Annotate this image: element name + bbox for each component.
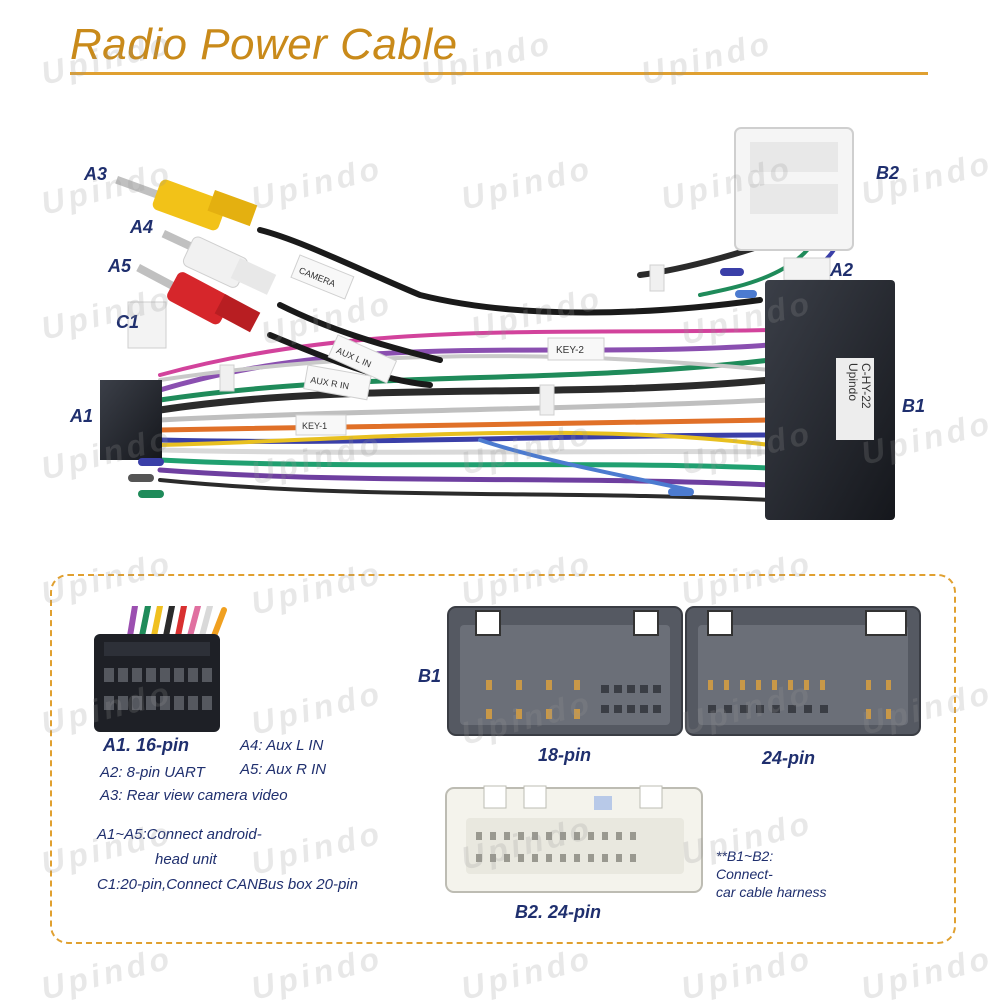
connector-print-line2: C-HY-22 bbox=[859, 363, 873, 409]
b1-connector-photo: Upindo C-HY-22 bbox=[765, 280, 895, 520]
watermark-text: Upindo bbox=[857, 939, 997, 1000]
b1-connector-face-illustration bbox=[447, 606, 921, 736]
label-a3: A3 bbox=[84, 164, 108, 184]
b2-pin-holes bbox=[476, 832, 636, 862]
a4-description: A4: Aux L IN bbox=[240, 737, 324, 754]
watermark-text: Upindo bbox=[37, 939, 177, 1000]
cable-harness-photo: CAMERA AUX L IN AUX R IN KEY-2 KEY-1 Upi… bbox=[100, 127, 895, 520]
a2-description: A2: 8-pin UART bbox=[100, 764, 205, 781]
b2-title: B2. 24-pin bbox=[515, 902, 602, 922]
a1-16pin-connector-illustration bbox=[94, 606, 227, 732]
a1-connector bbox=[100, 380, 162, 460]
c1-description: C1:20-pin,Connect CANBus box 20-pin bbox=[97, 876, 358, 893]
page-title: Radio Power Cable bbox=[70, 20, 458, 69]
b1-18pin-contacts bbox=[486, 680, 580, 719]
note-line3: car cable harness bbox=[716, 884, 827, 900]
label-b2: B2 bbox=[876, 163, 900, 183]
note-line2: Connect- bbox=[716, 866, 773, 882]
b1-right-pin-count: 24-pin bbox=[762, 748, 816, 768]
b1-detail-label: B1 bbox=[418, 666, 442, 686]
pin-holes bbox=[104, 668, 212, 710]
a2-connector-photo bbox=[783, 257, 831, 281]
a1-a5-note-line1: A1~A5:Connect android- bbox=[97, 826, 262, 843]
title-underline bbox=[70, 72, 928, 75]
b2-connector-photo bbox=[734, 127, 854, 251]
watermark-text: Upindo bbox=[247, 939, 387, 1000]
b2-24pin-connector-illustration bbox=[445, 785, 703, 893]
b1-left-pin-count: 18-pin bbox=[538, 745, 592, 765]
note-line1: **B1~B2: bbox=[716, 848, 774, 864]
rca-red-plug bbox=[136, 264, 261, 333]
rca-white-plug bbox=[161, 230, 277, 295]
label-c1: C1 bbox=[116, 312, 140, 332]
connector-print-line1: Upindo bbox=[846, 363, 860, 401]
rca-yellow-plug bbox=[115, 176, 258, 231]
tag-key-1: KEY-1 bbox=[302, 421, 327, 431]
a1-a5-note-line2: head unit bbox=[155, 851, 217, 868]
label-a1: A1 bbox=[70, 406, 94, 426]
wire-tips-left bbox=[128, 458, 164, 498]
c1-connector bbox=[127, 301, 167, 349]
details-panel bbox=[50, 574, 956, 944]
label-a2: A2 bbox=[830, 260, 854, 280]
watermark-text: Upindo bbox=[457, 939, 597, 1000]
wire-bundle bbox=[156, 227, 842, 502]
watermark-text: Upindo bbox=[677, 939, 817, 1000]
a3-description: A3: Rear view camera video bbox=[100, 787, 288, 804]
label-a4: A4 bbox=[130, 217, 154, 237]
wire-tips-right bbox=[668, 268, 757, 496]
tag-key-2: KEY-2 bbox=[556, 345, 584, 356]
a1-title: A1. 16-pin bbox=[103, 735, 190, 755]
label-a5: A5 bbox=[108, 256, 132, 276]
b1-24pin-contacts bbox=[708, 680, 891, 719]
label-b1: B1 bbox=[902, 396, 926, 416]
wire-tags: CAMERA AUX L IN AUX R IN KEY-2 KEY-1 bbox=[219, 254, 665, 436]
a5-description: A5: Aux R IN bbox=[240, 761, 327, 778]
